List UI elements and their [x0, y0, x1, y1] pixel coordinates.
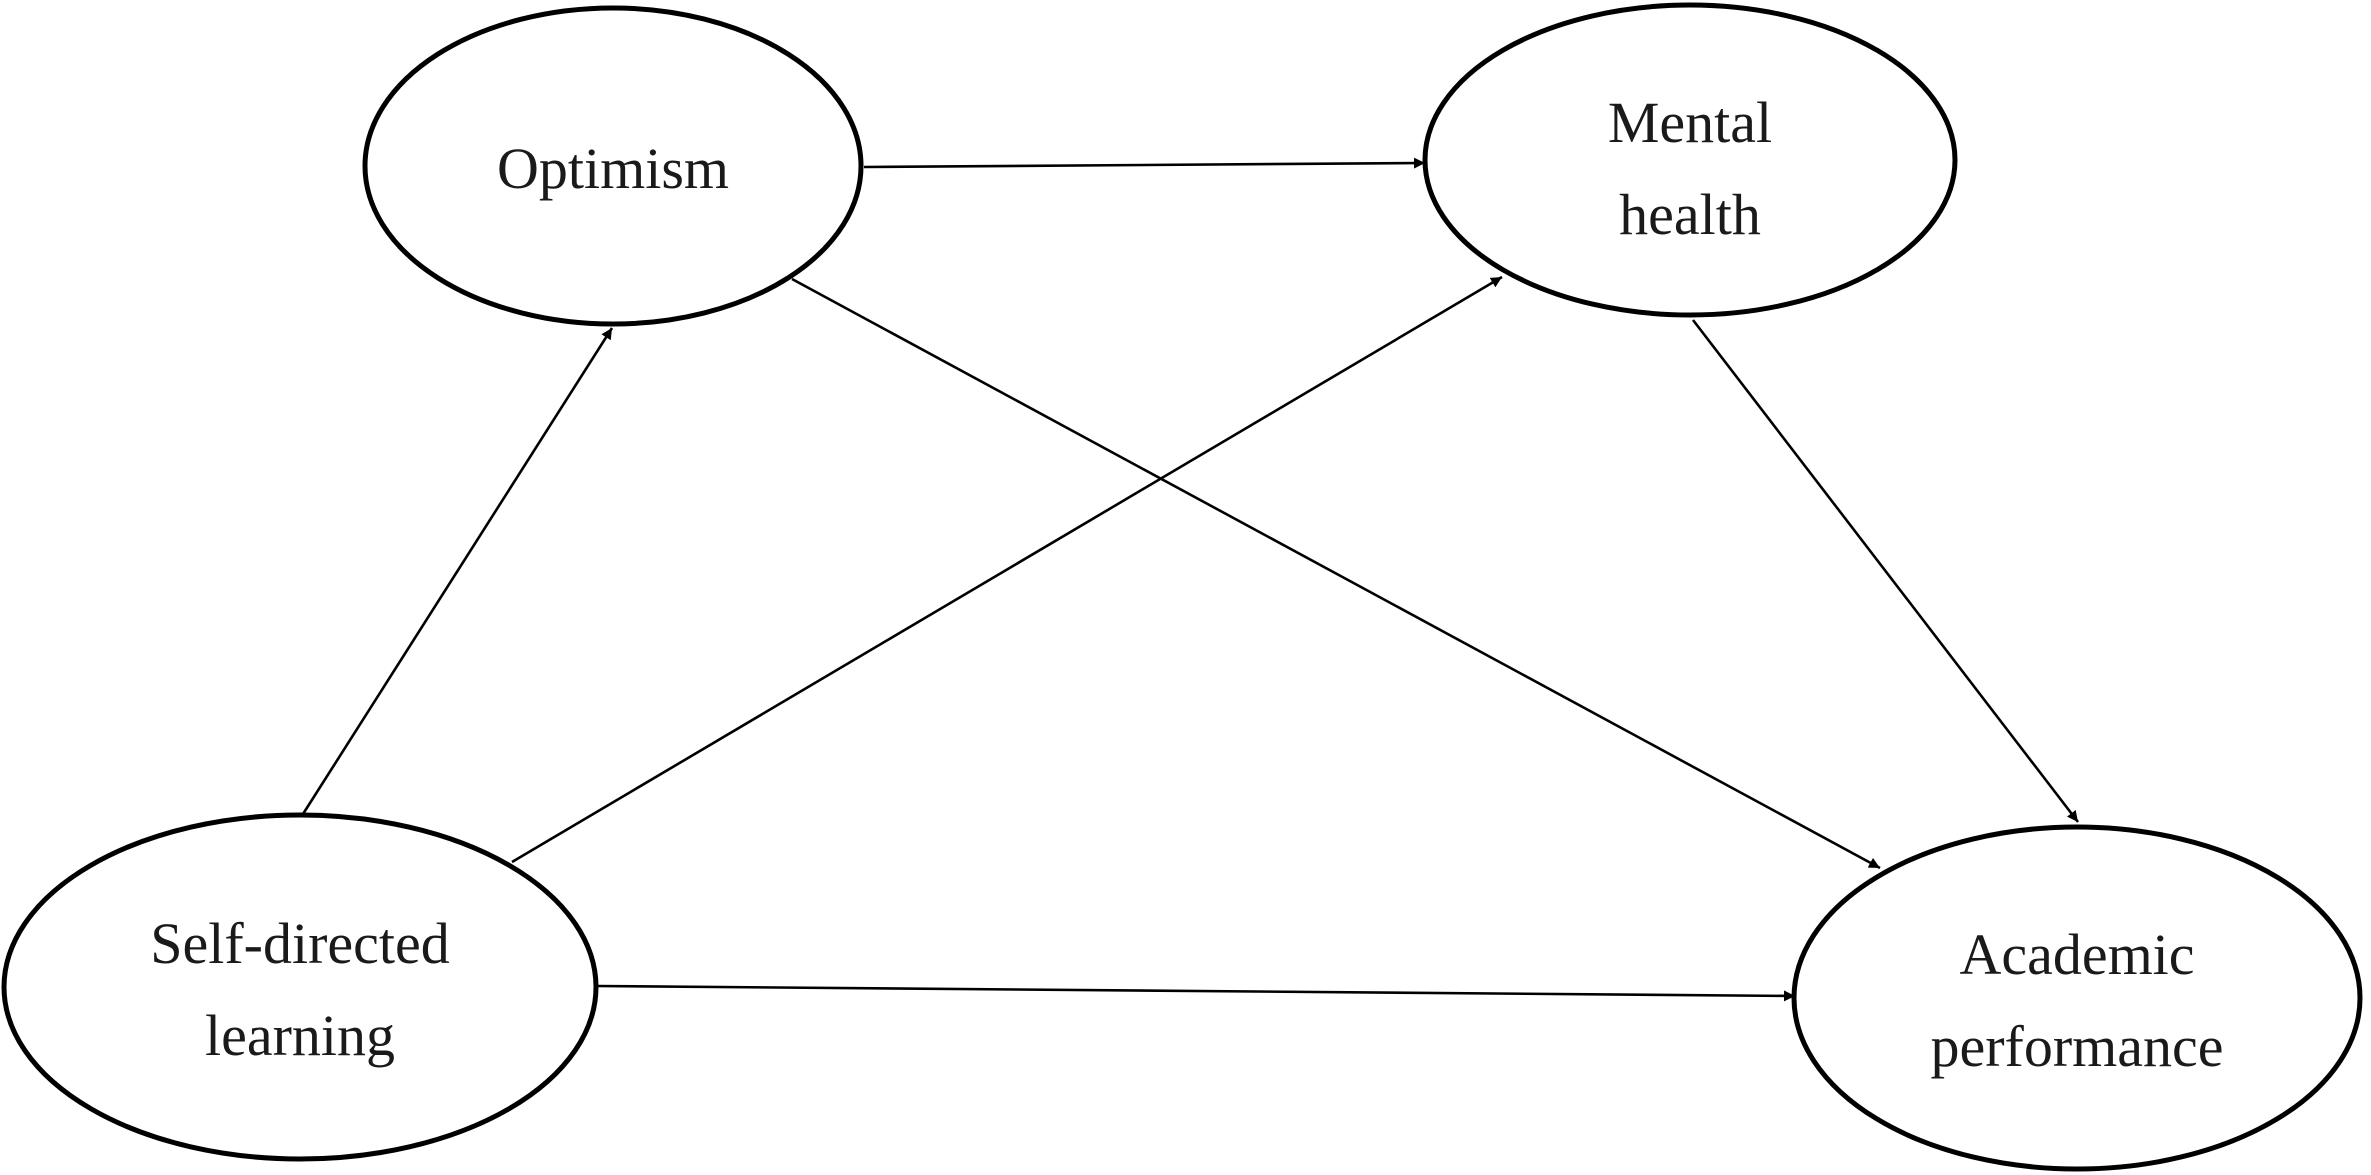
node-label-line: health: [1619, 182, 1761, 247]
arrow-self-directed-learning-to-mental-health: [511, 275, 1503, 864]
node-ellipse: [1422, 2, 1958, 318]
node-label-line: learning: [205, 1003, 395, 1068]
node-label-line: Self-directed: [150, 911, 450, 976]
node-ellipse: [1, 812, 599, 1162]
arrow-mental-health-to-academic-performance: [1691, 319, 2080, 823]
node-academic-performance: Academic performance: [1791, 824, 2363, 1172]
arrow-optimism-to-academic-performance: [791, 277, 1881, 870]
node-label-line: Optimism: [497, 136, 729, 201]
edges: [301, 157, 2080, 1002]
node-optimism: Optimism: [362, 5, 864, 327]
node-label-line: Mental: [1608, 90, 1772, 155]
node-label-line: performance: [1930, 1014, 2223, 1079]
node-mental-health: Mental health: [1422, 2, 1958, 318]
node-ellipse: [1791, 824, 2363, 1172]
node-ellipse: [362, 5, 864, 327]
node-label-line: Academic: [1959, 922, 2194, 987]
arrow-self-directed-learning-to-optimism: [301, 327, 614, 815]
arrow-optimism-to-mental-health: [863, 157, 1426, 169]
node-self-directed-learning: Self-directed learning: [1, 812, 599, 1162]
arrow-self-directed-learning-to-academic-performance: [596, 984, 1796, 1002]
